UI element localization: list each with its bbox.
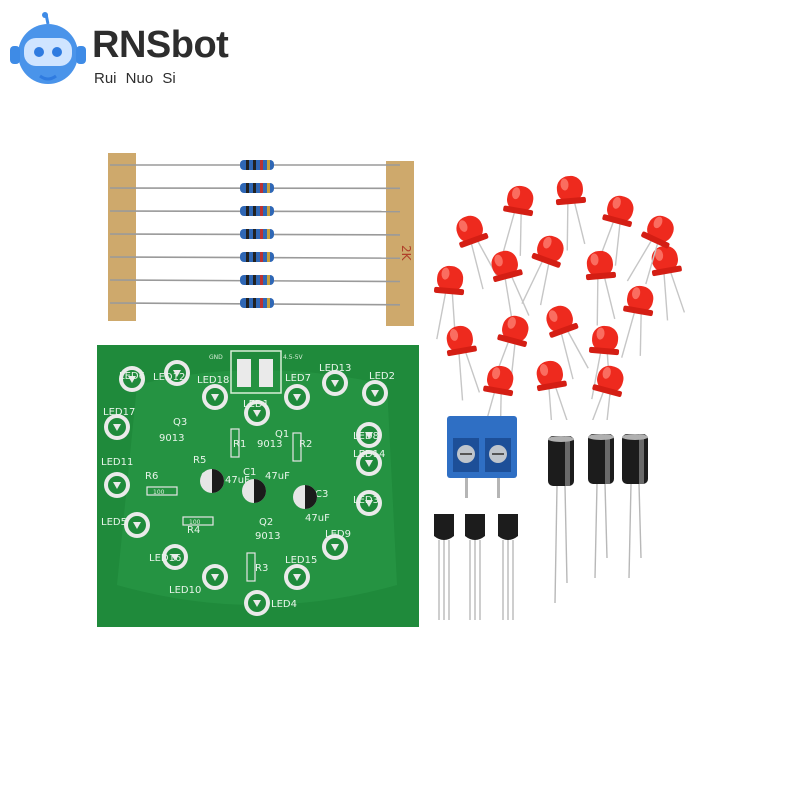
red-led [501, 185, 534, 258]
resistor [109, 298, 401, 308]
pcb-vcc-label: 4.5-5V [283, 354, 304, 361]
pcb-component-label: C1 [243, 467, 256, 478]
pcb-led-label: LED9 [325, 529, 351, 540]
red-led [546, 305, 589, 380]
robot-mascot-logo [10, 12, 86, 84]
pcb-resistor-value: 100 [153, 489, 165, 496]
pcb-led-label: LED17 [103, 407, 135, 418]
transistor-9013 [434, 514, 454, 620]
resistor [109, 229, 401, 239]
red-led [446, 325, 481, 401]
pcb-component-label: R6 [145, 471, 158, 482]
pcb-component-label: R3 [255, 563, 268, 574]
pcb-component-label: 47uF [305, 513, 330, 524]
transistor-9013 [498, 514, 518, 620]
red-led [481, 365, 514, 420]
pcb-led-label: LED6 [119, 371, 145, 382]
pcb-resistor-footprint [246, 552, 256, 582]
pcb-led-label: LED16 [149, 553, 181, 564]
terminal-block [447, 416, 517, 498]
red-led [555, 175, 586, 251]
pcb-resistor-footprint [292, 432, 302, 462]
pcb-component-label: R5 [193, 455, 206, 466]
red-led [434, 265, 465, 340]
red-led [521, 235, 564, 306]
electrolytic-capacitors [548, 434, 648, 604]
pcb-gnd-label: GND [209, 354, 223, 361]
resistor-strip: 2K [108, 153, 414, 326]
red-led [621, 285, 654, 358]
pcb-led-label: LED5 [101, 517, 127, 528]
pcb-component-label: R2 [299, 439, 312, 450]
capacitor-47uf [548, 436, 574, 604]
pcb-led-label: LED3 [353, 495, 379, 506]
pcb-component-label: Q1 [275, 429, 289, 440]
pcb-led-label: LED15 [285, 555, 317, 566]
red-led [585, 250, 616, 326]
pcb-led-label: LED4 [271, 599, 297, 610]
brand-name: RNSbot [92, 24, 229, 66]
pcb-led-label: LED2 [369, 371, 395, 382]
pcb-component-label: 47uF [265, 471, 290, 482]
resistor [109, 275, 401, 285]
pcb-led-label: LED12 [153, 372, 185, 383]
pcb-component-label: Q3 [173, 417, 187, 428]
red-led [596, 195, 634, 267]
red-led [456, 215, 499, 290]
pcb-component-label: Q2 [259, 517, 273, 528]
pcb-component-label: 47uF [225, 475, 250, 486]
resistor [110, 160, 400, 170]
pcb-led-label: LED7 [285, 373, 311, 384]
pcb-resistor-value: 100 [189, 519, 201, 526]
pcb-component-label: 9013 [255, 531, 280, 542]
brand-subtitle: Rui Nuo Si [94, 70, 176, 87]
pcb-resistor-footprint [182, 516, 214, 526]
resistor [109, 206, 401, 216]
pcb-resistor-footprint [146, 486, 178, 496]
red-led [536, 360, 571, 420]
transistors [434, 514, 518, 620]
capacitor-47uf [588, 434, 614, 579]
pcb-component-label: 9013 [159, 433, 184, 444]
pcb-board: GND 4.5-5V LED12 LED6 LED18 LED7 LED13LED2LE… [97, 345, 419, 627]
transistor-9013 [465, 514, 485, 620]
resistor [109, 183, 401, 193]
red-led [586, 365, 624, 420]
red-led [626, 215, 674, 285]
pcb-led-label: LED18 [197, 375, 229, 386]
pcb-led-label: LED11 [101, 457, 133, 468]
pcb-led-label: LED10 [169, 585, 201, 596]
red-led [491, 250, 530, 326]
resistor [109, 252, 401, 262]
led-pile [434, 175, 686, 420]
pcb-led-label: LED1 [243, 399, 269, 410]
pcb-component-label: R4 [187, 525, 200, 536]
pcb-led-label: LED13 [319, 363, 351, 374]
pcb-led-label: LED14 [353, 449, 385, 460]
resistor-tape-mark: 2K [399, 245, 413, 262]
pcb-component-label: 9013 [257, 439, 282, 450]
pcb-component-label: R1 [233, 439, 246, 450]
pcb-resistor-footprint [230, 428, 240, 458]
capacitor-47uf [622, 434, 648, 579]
pcb-component-label: C3 [315, 489, 328, 500]
pcb-led-label: LED8 [353, 431, 379, 442]
red-led [651, 245, 686, 321]
red-led [491, 315, 529, 387]
